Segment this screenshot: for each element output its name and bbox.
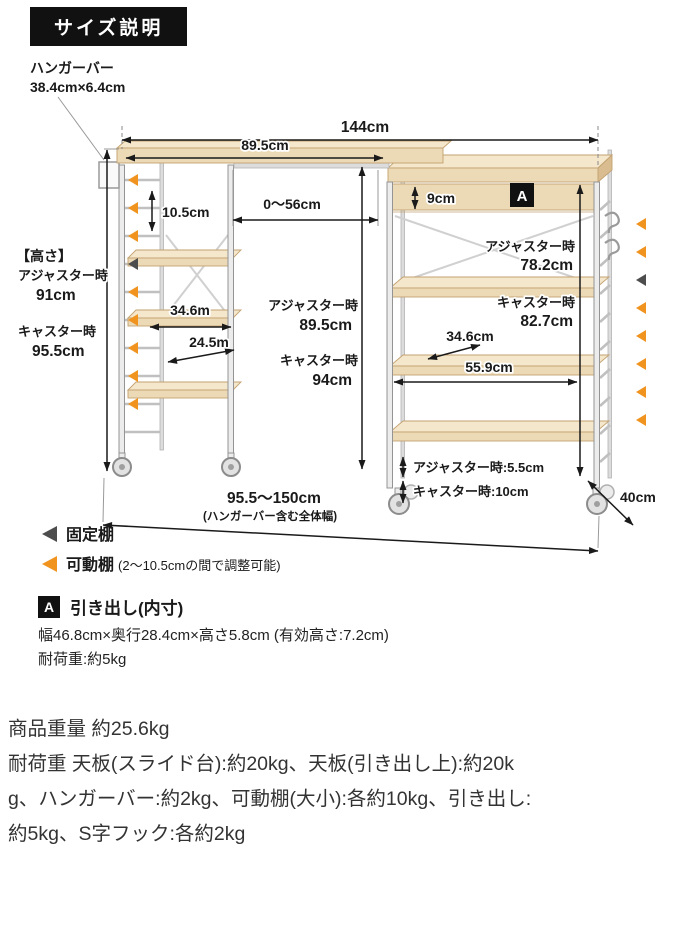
- legend-fixed-shelf: 固定棚: [42, 521, 114, 545]
- left-height-cas-value: 95.5cm: [32, 343, 85, 360]
- hanger-label: ハンガーバー: [30, 60, 114, 76]
- movable-shelf-marker-icon: [128, 314, 138, 326]
- s-hook-icon: [604, 211, 620, 234]
- right-height-adj-value: 78.2cm: [520, 257, 573, 274]
- drawer-a-marker-label: A: [517, 188, 528, 205]
- left-unit: [98, 157, 243, 477]
- movable-shelf-marker-icon: [128, 174, 138, 186]
- table-height-adj-label: アジャスター時: [268, 298, 358, 313]
- left-height-cas-label: キャスター時: [18, 324, 96, 339]
- movable-shelf-marker-icon: [128, 286, 138, 298]
- dim-right-shelf-width: 55.9cm: [465, 359, 512, 375]
- dim-left-shelf-width: 34.6m: [170, 302, 210, 318]
- table-height-cas-value: 94cm: [312, 372, 352, 389]
- product-specs: 商品重量 約25.6kg 耐荷重 天板(スライド台):約20kg、天板(引き出し…: [8, 712, 686, 852]
- fixed-shelf-triangle-icon: [42, 526, 57, 542]
- s-hook-icon: [604, 238, 620, 261]
- movable-shelf-marker-icon: [636, 414, 646, 426]
- left-height-adj-value: 91cm: [36, 287, 76, 304]
- table-height-adj-value: 89.5cm: [299, 317, 352, 334]
- spec-load-line2: g、ハンガーバー:約2kg、可動棚(大小):各約10kg、引き出し:: [8, 788, 532, 810]
- spec-load-line1: 耐荷重 天板(スライド台):約20kg、天板(引き出し上):約20k: [8, 753, 514, 775]
- dimension-labels: ハンガーバー 38.4cm×6.4cm 144cm 89.5cm 0〜56cm …: [14, 58, 657, 525]
- drawer-info-load: 耐荷重:約5kg: [38, 651, 127, 668]
- movable-shelf-marker-icon: [636, 358, 646, 370]
- dim-unit-depth: 40cm: [620, 489, 656, 505]
- dim-shelf-pitch: 10.5cm: [162, 204, 209, 220]
- clearance-adjuster: アジャスター時:5.5cm: [413, 460, 544, 475]
- table-height-cas-label: キャスター時: [280, 353, 358, 368]
- shelf-markers: [128, 174, 646, 426]
- movable-shelf-marker-icon: [128, 230, 138, 242]
- movable-shelf-marker-icon: [128, 202, 138, 214]
- drawer-front: [389, 183, 597, 211]
- legend-movable-label: 可動棚: [66, 557, 115, 574]
- movable-shelf-marker-icon: [128, 342, 138, 354]
- movable-shelf-marker-icon: [636, 302, 646, 314]
- movable-shelf-marker-icon: [636, 218, 646, 230]
- dim-slide-width: 89.5cm: [241, 137, 288, 153]
- fixed-shelf-marker-icon: [636, 274, 646, 286]
- size-diagram: ハンガーバー 38.4cm×6.4cm 144cm 89.5cm 0〜56cm …: [14, 58, 658, 555]
- left-height-title: 【高さ】: [16, 248, 72, 264]
- dim-total-width-note: (ハンガーバー含む全体幅): [203, 509, 337, 523]
- dim-total-width: 95.5〜150cm: [227, 490, 321, 507]
- hanger-bar: [98, 161, 120, 189]
- drawer-info-title: 引き出し(内寸): [70, 599, 184, 618]
- right-height-adj-label: アジャスター時: [485, 239, 575, 254]
- dim-slide-range: 0〜56cm: [263, 196, 321, 212]
- right-height-cas-value: 82.7cm: [520, 313, 573, 330]
- fixed-shelf-marker-icon: [128, 258, 138, 270]
- movable-shelf-marker-icon: [128, 398, 138, 410]
- movable-shelf-marker-icon: [636, 386, 646, 398]
- legend-fixed-label: 固定棚: [66, 527, 115, 544]
- clearance-caster: キャスター時:10cm: [413, 484, 529, 499]
- dimension-annotations: [57, 96, 634, 555]
- dim-left-shelf-depth: 24.5m: [189, 334, 229, 350]
- left-height-adj-label: アジャスター時: [18, 268, 108, 283]
- drawer-info-dimensions: 幅46.8cm×奥行28.4cm×高さ5.8cm (有効高さ:7.2cm): [38, 627, 389, 644]
- movable-shelf-marker-icon: [636, 246, 646, 258]
- dim-top-width: 144cm: [341, 119, 389, 136]
- movable-shelf-triangle-icon: [42, 556, 57, 572]
- drawer-a-marker: [510, 183, 534, 207]
- dim-right-shelf-depth: 34.6cm: [446, 328, 493, 344]
- spec-load-line3: 約5kg、S字フック:各約2kg: [8, 823, 246, 845]
- size-title-badge: サイズ説明: [30, 7, 188, 46]
- legend-movable-note: (2〜10.5cmの間で調整可能): [118, 558, 281, 573]
- hanger-size-label: 38.4cm×6.4cm: [30, 79, 125, 95]
- movable-shelf-marker-icon: [636, 330, 646, 342]
- movable-shelf-marker-icon: [128, 370, 138, 382]
- legend-movable-shelf: 可動棚(2〜10.5cmの間で調整可能): [42, 551, 281, 575]
- dim-drawer-height: 9cm: [427, 190, 455, 206]
- drawer-info-header: A 引き出し(内寸): [38, 594, 183, 619]
- drawer-info-a-badge: A: [38, 595, 60, 618]
- right-height-cas-label: キャスター時: [497, 295, 575, 310]
- spec-weight: 商品重量 約25.6kg: [8, 718, 170, 740]
